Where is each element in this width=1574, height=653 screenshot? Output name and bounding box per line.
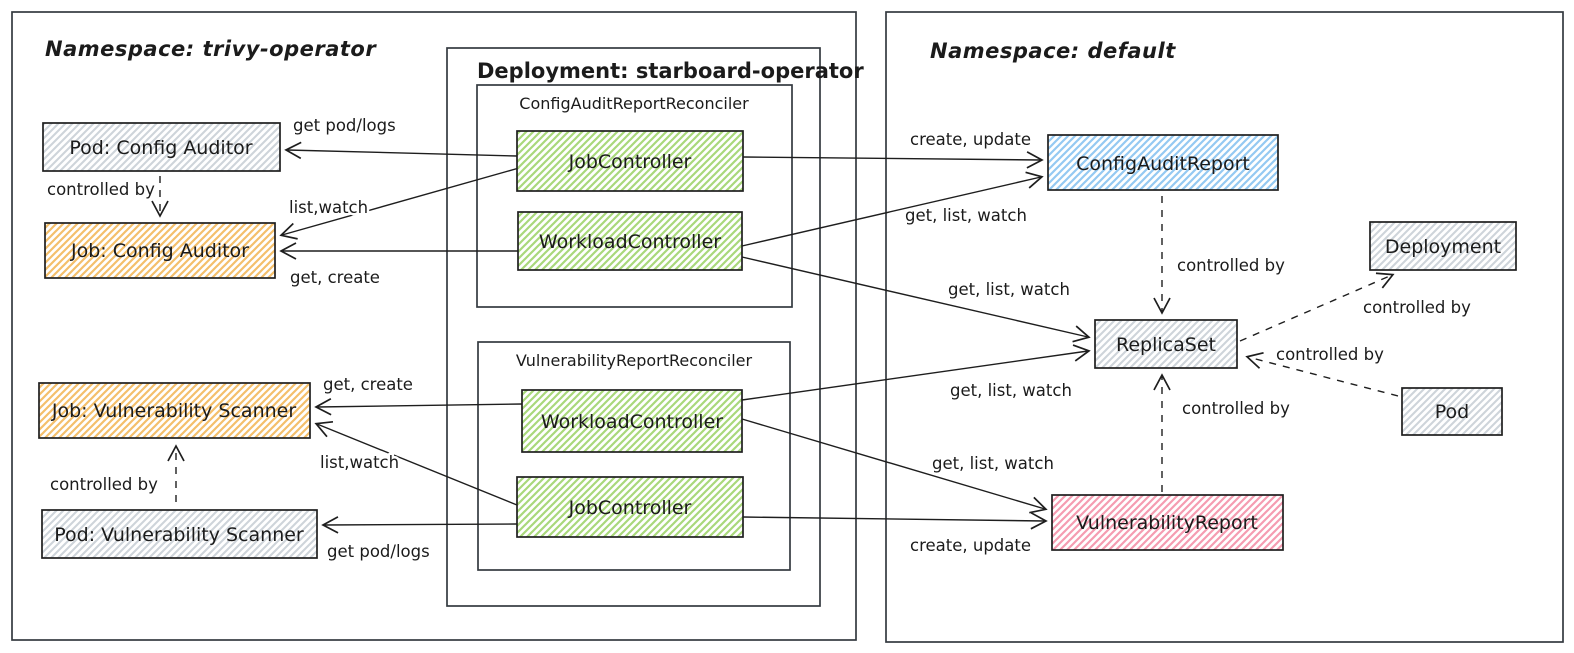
edge-label-list-watch-top: list,watch	[289, 198, 368, 217]
config-audit-report-reconciler-title: ConfigAuditReportReconciler	[519, 94, 749, 113]
node-replica-set: ReplicaSet	[1094, 319, 1238, 369]
vulnerability-report-reconciler-title: VulnerabilityReportReconciler	[516, 351, 753, 370]
node-vulnerability-report: VulnerabilityReport	[1051, 494, 1284, 551]
node-job-controller-2-box	[516, 476, 744, 538]
edge-label-get-list-watch-4: get, list, watch	[932, 454, 1054, 473]
node-vulnerability-report-box	[1051, 494, 1284, 551]
node-job-controller-2-label: JobController	[568, 497, 692, 519]
edge-jobcontroller2-to-pod-vulnerability-scanner	[321, 516, 518, 534]
node-workload-controller-2-box	[521, 389, 743, 453]
edge-jobcontroller1-to-configauditreport	[742, 151, 1044, 169]
node-workload-controller-2-label: WorkloadController	[541, 411, 723, 433]
edge-label-create-update-bottom: create, update	[910, 536, 1031, 555]
node-pod-vulnerability-scanner-label: Pod: Vulnerability Scanner	[54, 524, 304, 546]
edge-label-get-pod-logs-top: get pod/logs	[293, 116, 396, 135]
node-job-vulnerability-scanner: Job: Vulnerability Scanner	[38, 382, 311, 439]
node-pod-box	[1401, 387, 1503, 436]
node-replica-set-label: ReplicaSet	[1116, 334, 1216, 356]
edge-jobcontroller2-to-job-vulnerability-scanner	[314, 420, 518, 506]
edge-label-controlled-by-car-rs: controlled by	[1177, 256, 1285, 275]
nodes: Pod: Config Auditor Job: Config Auditor …	[38, 122, 1517, 559]
edge-label-get-pod-logs-bottom: get pod/logs	[327, 542, 430, 561]
node-pod: Pod	[1401, 387, 1503, 436]
edge-label-controlled-by-pod-ca: controlled by	[47, 180, 155, 199]
node-deployment: Deployment	[1369, 221, 1517, 271]
edge-workloadcontroller2-to-replicaset	[741, 344, 1091, 401]
edge-label-controlled-by-rs-deployment: controlled by	[1363, 298, 1471, 317]
node-pod-label: Pod	[1435, 401, 1469, 423]
edge-labels: get pod/logs list,watch get, create get,…	[45, 114, 1474, 564]
edge-label-create-update-top: create, update	[910, 130, 1031, 149]
node-replica-set-box	[1094, 319, 1238, 369]
node-pod-config-auditor-box	[42, 122, 281, 172]
edge-jobcontroller1-to-pod-config-auditor	[284, 141, 518, 160]
edge-workloadcontroller2-to-vulnerabilityreport	[741, 418, 1048, 514]
edge-workloadcontroller2-to-job-vulnerability-scanner	[314, 398, 523, 416]
node-job-controller-1-label: JobController	[568, 151, 692, 173]
config-audit-report-reconciler-box	[476, 84, 793, 308]
node-pod-vulnerability-scanner: Pod: Vulnerability Scanner	[41, 509, 318, 559]
node-job-controller-2: JobController	[516, 476, 744, 538]
node-config-audit-report-box	[1047, 134, 1279, 191]
node-deployment-box	[1369, 221, 1517, 271]
edge-jobcontroller1-to-job-config-auditor	[279, 167, 520, 240]
node-workload-controller-2: WorkloadController	[521, 389, 743, 453]
node-pod-vulnerability-scanner-box	[41, 509, 318, 559]
solid-edges	[279, 141, 1091, 534]
node-workload-controller-1-label: WorkloadController	[539, 231, 721, 253]
edge-label-controlled-by-pod-vs: controlled by	[50, 475, 158, 494]
edge-label-controlled-by-vr-rs: controlled by	[1182, 399, 1290, 418]
namespace-trivy-operator-title: Namespace: trivy-operator	[45, 37, 377, 61]
edge-workloadcontroller1-to-replicaset	[741, 256, 1091, 343]
edge-label-controlled-by-pod-rs: controlled by	[1276, 345, 1384, 364]
edge-label-get-list-watch-2: get, list, watch	[948, 280, 1070, 299]
dashed-edges	[151, 176, 1399, 502]
node-config-audit-report-label: ConfigAuditReport	[1076, 153, 1250, 175]
node-pod-config-auditor: Pod: Config Auditor	[42, 122, 281, 172]
edge-label-list-watch-bottom: list,watch	[320, 453, 399, 472]
deployment-box-title: Deployment: starboard-operator	[477, 59, 864, 83]
edge-pod-controlled-by-replicaset	[1245, 351, 1399, 397]
node-workload-controller-1: WorkloadController	[517, 211, 743, 271]
edge-label-get-list-watch-3: get, list, watch	[950, 381, 1072, 400]
node-job-config-auditor-box	[44, 222, 276, 279]
edge-jobcontroller2-to-vulnerabilityreport	[742, 512, 1048, 530]
node-job-vulnerability-scanner-label: Job: Vulnerability Scanner	[51, 400, 296, 422]
node-job-config-auditor: Job: Config Auditor	[44, 222, 276, 279]
node-deployment-label: Deployment	[1385, 236, 1501, 258]
edge-label-get-list-watch-1: get, list, watch	[905, 206, 1027, 225]
node-workload-controller-1-box	[517, 211, 743, 271]
edge-workloadcontroller1-to-configauditreport	[741, 171, 1044, 247]
namespace-default-title: Namespace: default	[930, 39, 1176, 63]
node-job-config-auditor-label: Job: Config Auditor	[70, 240, 249, 262]
node-job-vulnerability-scanner-box	[38, 382, 311, 439]
node-config-audit-report: ConfigAuditReport	[1047, 134, 1279, 191]
node-job-controller-1-box	[516, 130, 744, 192]
node-pod-config-auditor-label: Pod: Config Auditor	[69, 137, 252, 159]
edge-label-get-create-bottom: get, create	[323, 375, 413, 394]
node-job-controller-1: JobController	[516, 130, 744, 192]
edge-label-get-create-top: get, create	[290, 268, 380, 287]
node-vulnerability-report-label: VulnerabilityReport	[1076, 512, 1258, 534]
